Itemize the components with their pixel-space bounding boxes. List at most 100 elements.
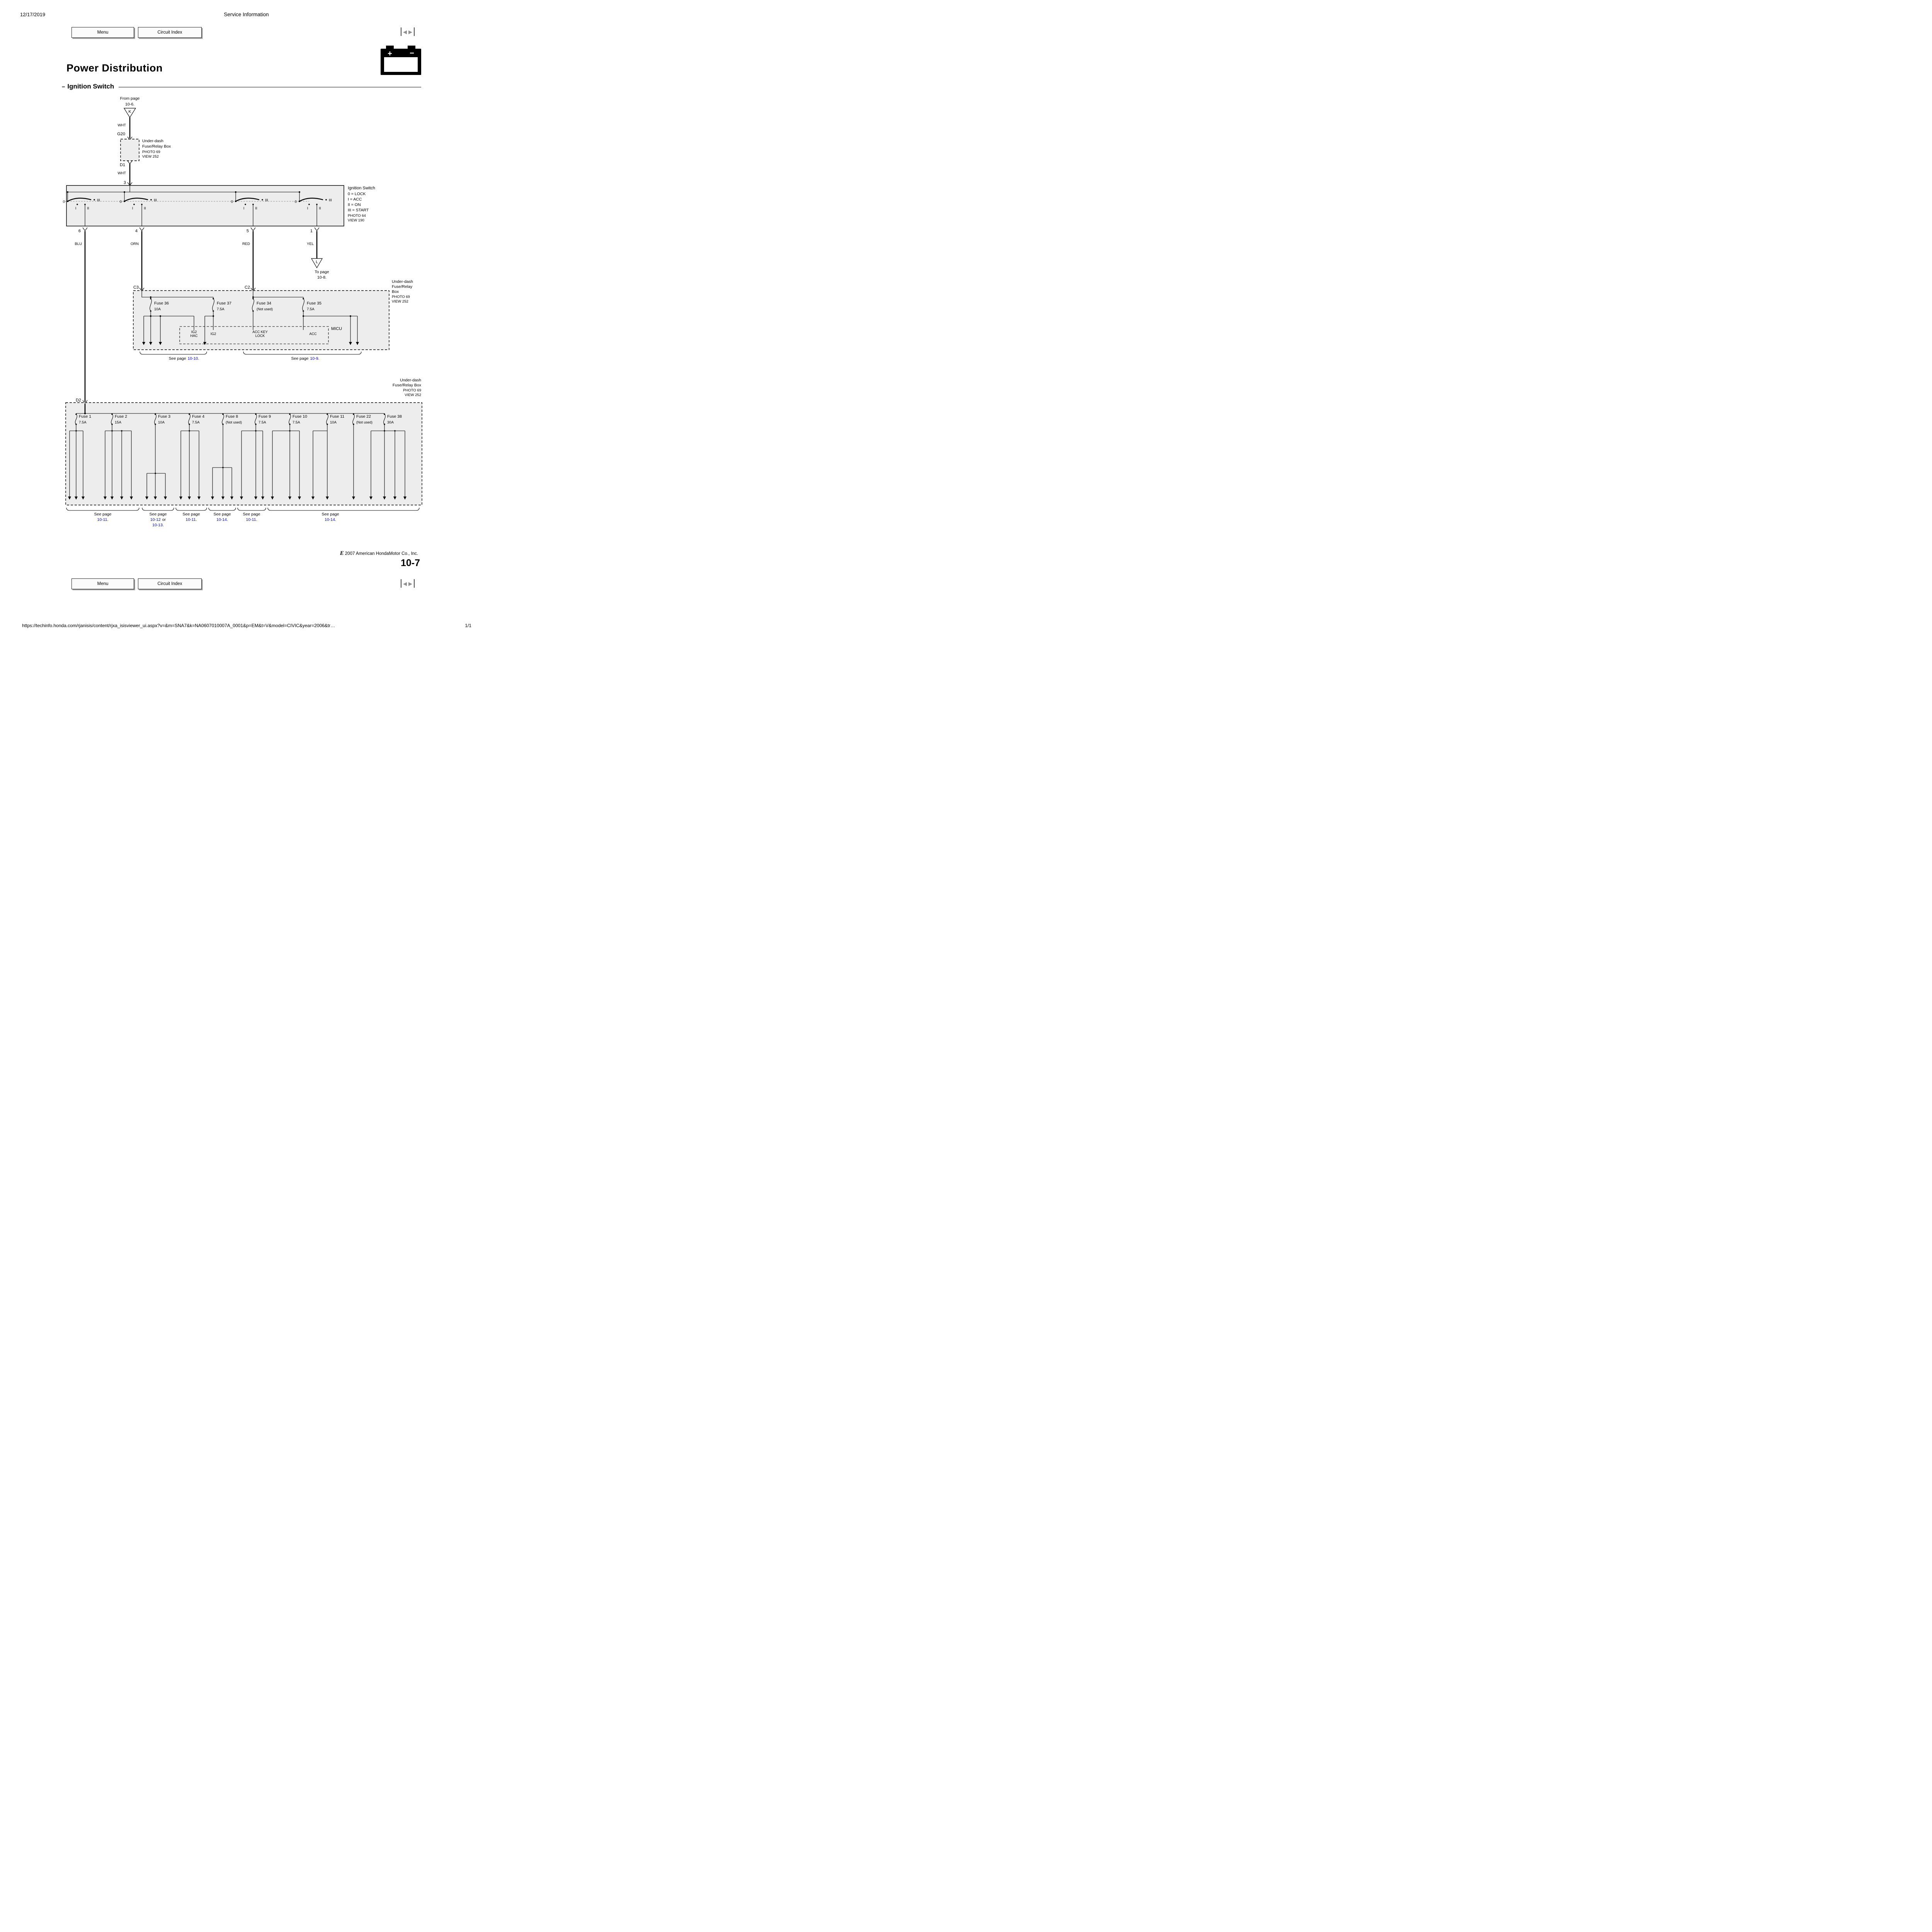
menu-button[interactable]: Menu <box>71 578 134 589</box>
ignition-switch-legend: Ignition Switch 0 = LOCK I = ACC II = ON… <box>348 186 375 223</box>
switch-lever <box>124 197 148 202</box>
box-label: Fuse/Relay Box <box>142 144 171 149</box>
view-ref[interactable]: VIEW 252 <box>405 393 421 397</box>
see-page-ref[interactable]: 10-11 <box>186 517 196 522</box>
fuse-name-label: Fuse 4 <box>192 414 204 419</box>
wire-color-label: ORN <box>131 242 139 246</box>
fuse-rating-label: 10A <box>158 420 165 425</box>
ignition-switch-gang-4: 0 III I II 1 YEL <box>295 198 332 246</box>
view-ref[interactable]: VIEW 252 <box>142 155 159 159</box>
position-0-label: 0 <box>63 200 65 204</box>
fuse-symbol: Fuse 2 15A <box>111 413 127 425</box>
fuse-symbol: Fuse 36 10A <box>150 298 169 312</box>
box-label: Box <box>392 289 399 294</box>
prev-page-icon[interactable]: ◀ <box>403 29 407 35</box>
battery-plus-label: + <box>388 49 392 58</box>
connector-triangle-k <box>123 108 136 118</box>
circuit-index-button[interactable]: Circuit Index <box>138 578 202 589</box>
see-page-braces <box>139 351 362 355</box>
photo-ref[interactable]: PHOTO 69 <box>403 388 421 393</box>
legend-item: I = ACC <box>348 197 362 202</box>
fuse-name-label: Fuse 2 <box>115 414 127 419</box>
legend-item: III = START <box>348 208 369 213</box>
connector-d2-label[interactable]: D2 <box>76 398 81 403</box>
position-II-label: II <box>319 206 321 211</box>
pin-number-label: 4 <box>135 229 138 233</box>
copyright-symbol: E <box>340 550 344 556</box>
pin-chevron <box>82 227 88 231</box>
fuse-rating-label: 7.5A <box>192 420 200 425</box>
see-page-label: See page <box>291 356 309 361</box>
see-page-ref[interactable]: 10-14 <box>216 517 227 522</box>
photo-ref[interactable]: PHOTO 64 <box>348 214 366 218</box>
wiring-diagram: From page 10-6. K WHT G20 D1 WHT 3 Under… <box>63 96 422 527</box>
connector-d1-label[interactable]: D1 <box>120 163 125 167</box>
fuse-output-drops <box>69 424 405 497</box>
svg-text:10-14.: 10-14. <box>216 517 228 522</box>
see-page-suffix: . <box>163 523 164 527</box>
position-I-label: I <box>132 206 133 211</box>
menu-button[interactable]: Menu <box>71 27 134 38</box>
see-page-braces <box>66 507 420 511</box>
micu-terminal-label: ACC KEY <box>252 330 268 334</box>
see-page-ref[interactable]: 10-12 <box>150 517 161 522</box>
pin-number-label: 6 <box>78 229 81 233</box>
fuse-rating-label: 7.5A <box>79 420 87 425</box>
position-0-label: 0 <box>120 200 122 204</box>
ignition-switch-gang-1: 0 III I II 6 BLU <box>63 198 100 246</box>
view-ref[interactable]: VIEW 190 <box>348 218 364 223</box>
see-page-label: See page <box>243 512 260 517</box>
junction-dots <box>67 191 327 205</box>
fuse-symbol: Fuse 10 7.5A <box>289 413 307 425</box>
see-page-note: See page 10-14. <box>322 512 339 522</box>
wire-color-label: WHT <box>117 123 126 128</box>
see-page-ref[interactable]: 10-11 <box>246 517 256 522</box>
to-page-label: To page <box>315 270 329 274</box>
connector-g20-label[interactable]: G20 <box>117 132 125 136</box>
fuse-symbol: Fuse 35 7.5A <box>302 298 321 312</box>
connector-triangle-l <box>311 258 323 269</box>
section-title: Ignition Switch <box>67 83 114 90</box>
fuse-name-label: Fuse 3 <box>158 414 170 419</box>
fuse-rating-label: 7.5A <box>217 307 224 311</box>
to-page-ref[interactable]: 10-8. <box>317 275 327 280</box>
next-page-icon[interactable]: ▶ <box>408 580 412 587</box>
connector-c2-label[interactable]: C2 <box>245 285 250 290</box>
photo-ref[interactable]: PHOTO 69 <box>392 295 410 299</box>
see-page-ref[interactable]: 10-9 <box>310 356 318 361</box>
fuse-rating-label: (Not used) <box>257 307 273 311</box>
battery-icon: + − <box>381 46 421 75</box>
pin-chevron <box>250 227 256 231</box>
legend-title: Ignition Switch <box>348 186 375 190</box>
fuse-symbol: Fuse 22 (Not used) <box>352 413 372 425</box>
see-page-ref[interactable]: 10-11 <box>97 517 107 522</box>
fuse-name-label: Fuse 36 <box>154 301 169 306</box>
connector-k-label: K <box>128 109 131 114</box>
pin-number-label: 1 <box>310 229 313 233</box>
prev-page-icon[interactable]: ◀ <box>403 580 407 587</box>
svg-text:10-11.: 10-11. <box>186 517 197 522</box>
fuse-name-label: Fuse 35 <box>307 301 321 306</box>
circuit-index-button[interactable]: Circuit Index <box>138 27 202 38</box>
position-II-label: II <box>87 206 89 211</box>
see-page-ref[interactable]: 10-13 <box>152 523 163 527</box>
view-ref[interactable]: VIEW 252 <box>392 299 408 304</box>
ignition-switch-gang-3: 0 III I II 5 RED <box>231 198 268 246</box>
see-page-suffix: . <box>318 356 320 361</box>
see-page-suffix: . <box>227 517 228 522</box>
fuse-symbol: Fuse 8 (Not used) <box>222 413 242 425</box>
connector-l-label: L <box>316 260 318 264</box>
fuse-rating-label: 30A <box>387 420 394 425</box>
connector-c3-label[interactable]: C3 <box>133 285 139 290</box>
from-page-ref[interactable]: 10-6. <box>125 102 134 107</box>
see-page-ref[interactable]: 10-10 <box>188 356 198 361</box>
next-page-icon[interactable]: ▶ <box>408 29 412 35</box>
see-page-ref[interactable]: 10-14 <box>325 517 335 522</box>
source-url: https://techinfo.honda.com/rjanisis/cont… <box>22 623 335 628</box>
photo-ref[interactable]: PHOTO 69 <box>142 150 160 154</box>
wire-color-label: WHT <box>117 171 126 175</box>
see-page-note: See page 10-11. <box>243 512 260 522</box>
junction-dots <box>75 430 396 474</box>
